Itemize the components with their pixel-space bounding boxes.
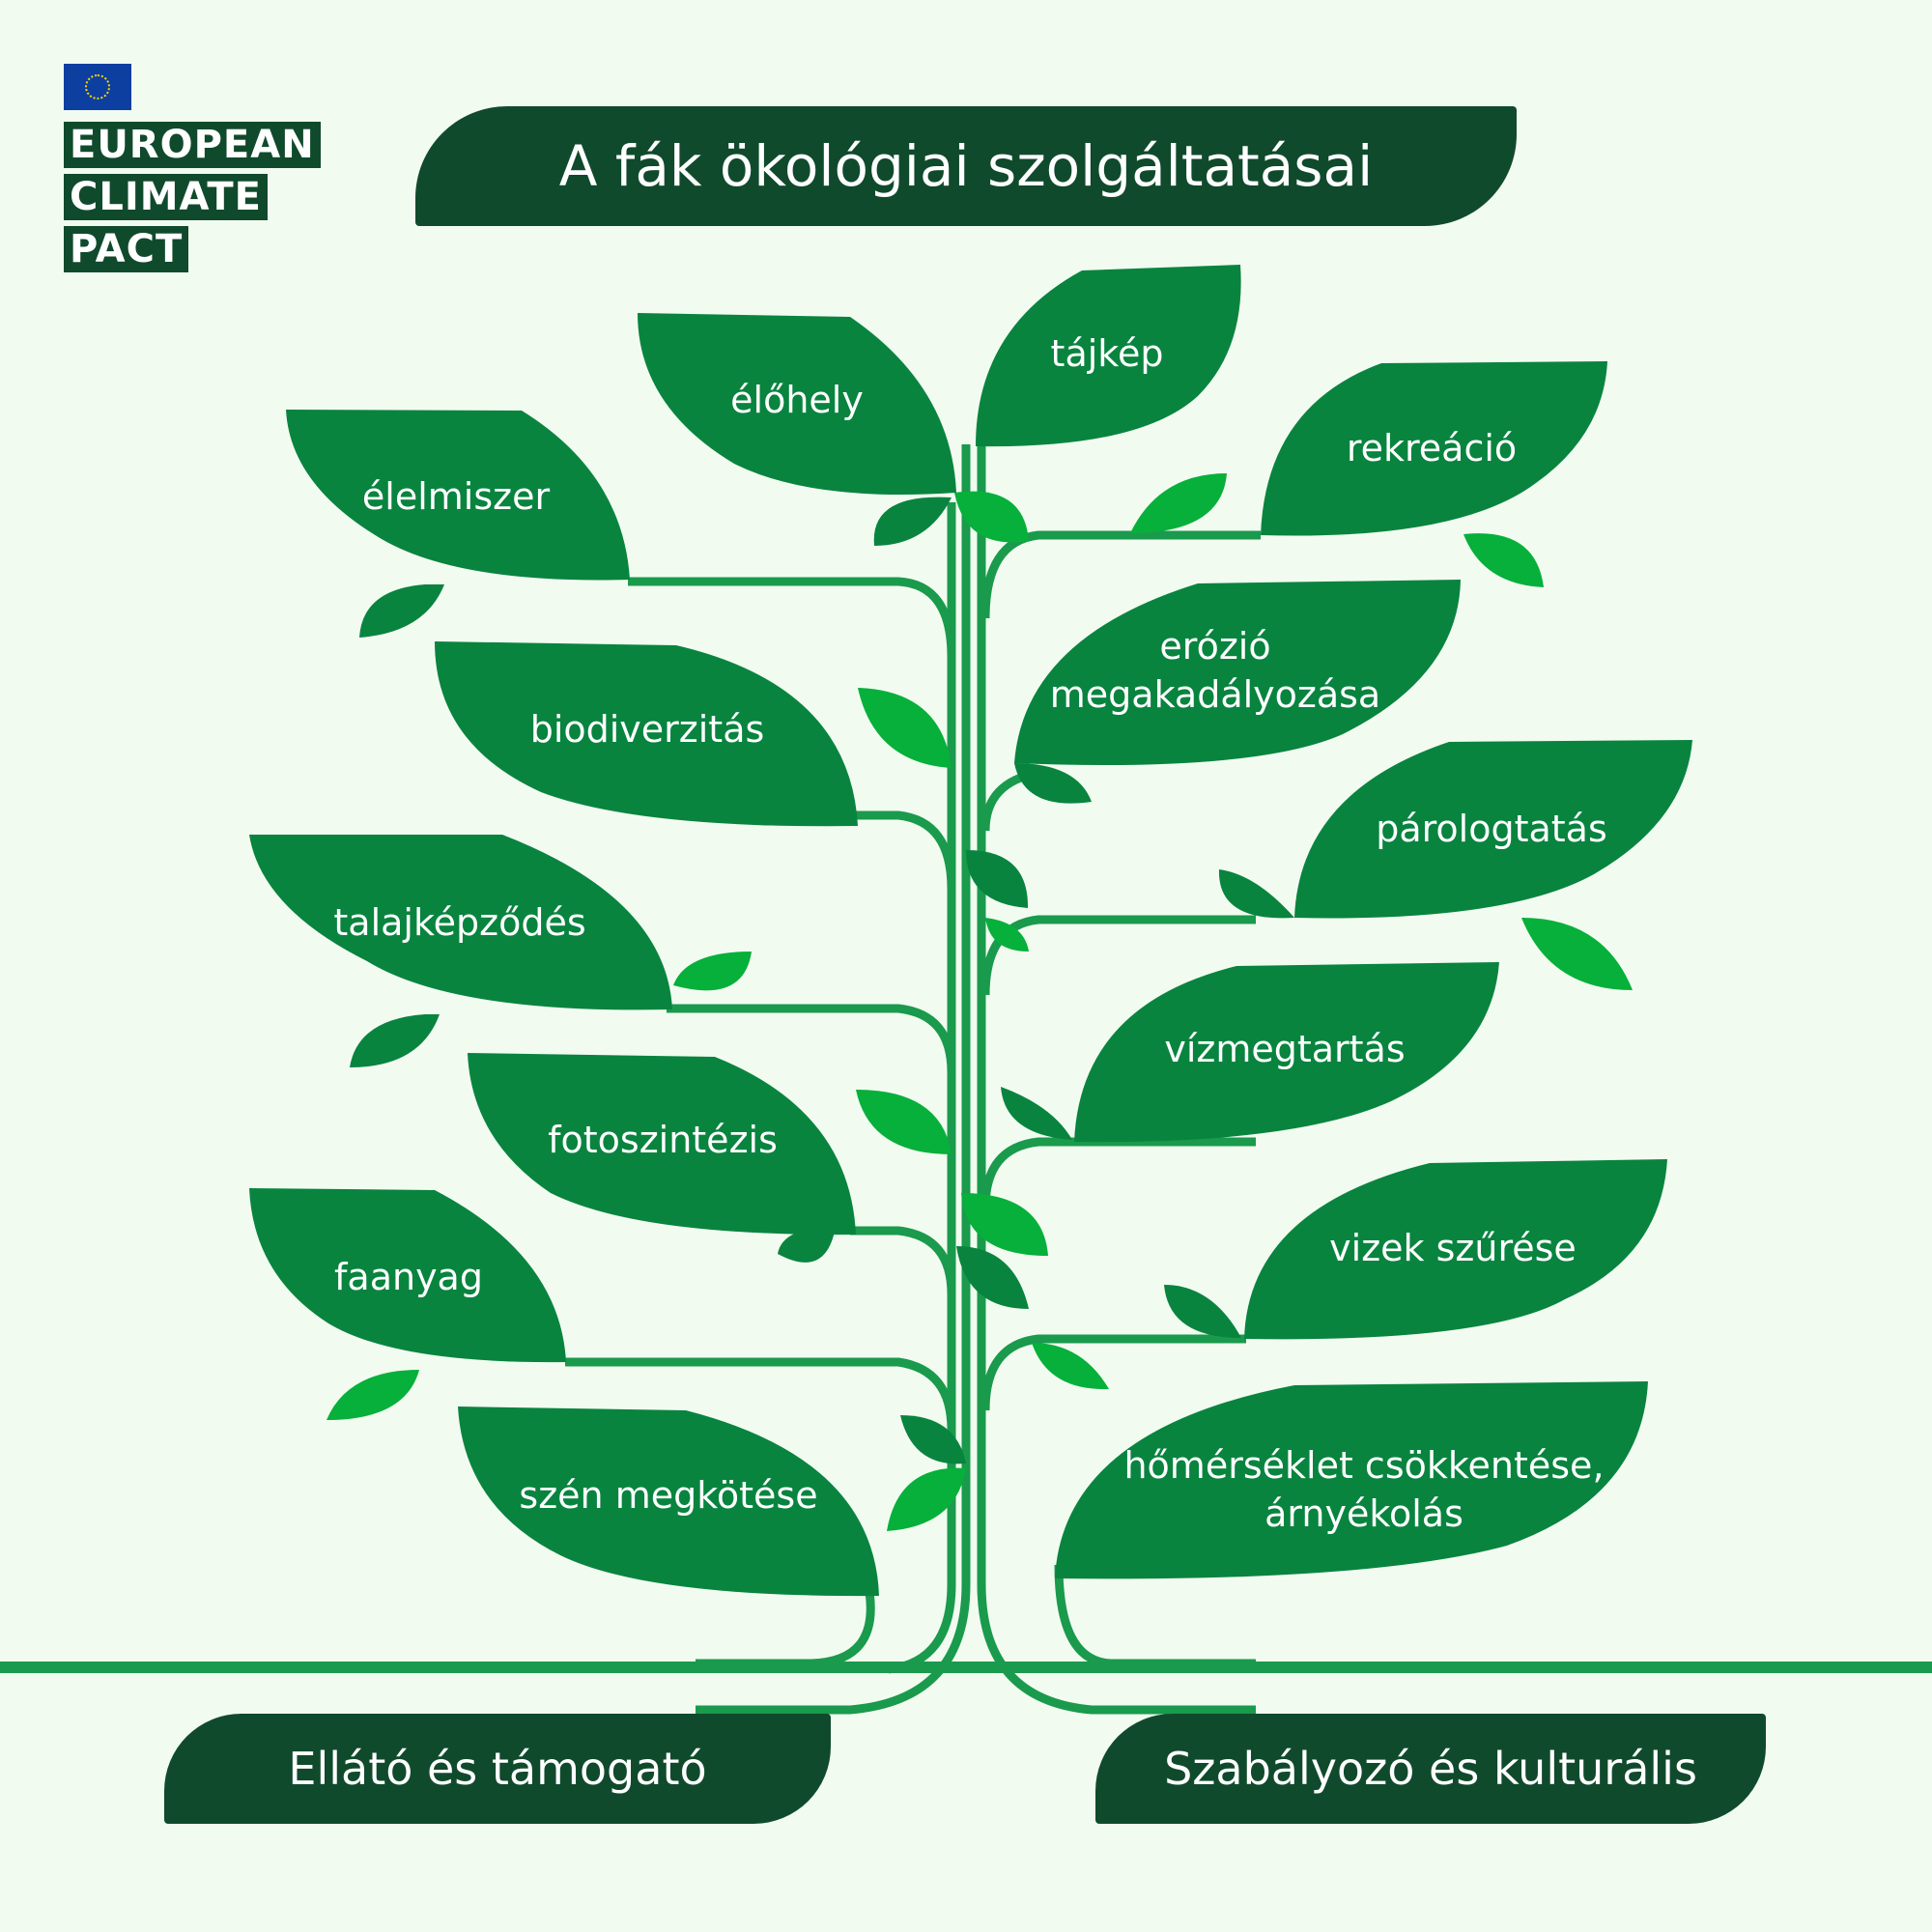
accent-leaf	[1521, 918, 1633, 990]
leaf-vizek	[1244, 1159, 1667, 1340]
label-parologtatas: párologtatás	[1376, 808, 1607, 850]
label-vizmegtartas: vízmegtartás	[1164, 1028, 1406, 1070]
label-biodiverzitas: biodiverzitás	[529, 708, 765, 751]
category-right: Szabályozó és kulturális	[1095, 1714, 1766, 1824]
accent-leaf	[778, 1227, 836, 1263]
accent-leaf	[673, 952, 752, 991]
accent-leaf	[985, 918, 1029, 952]
label-tajkep: tájkép	[1050, 332, 1164, 375]
leaf-rekreacio	[1261, 361, 1607, 536]
logo-line-3: PACT	[64, 226, 189, 272]
accent-leaf	[873, 497, 952, 546]
accent-leaf	[961, 1193, 1048, 1256]
leaf-szen	[458, 1406, 879, 1597]
leaf-fotoszintezis	[468, 1053, 856, 1236]
accent-leaf	[1218, 869, 1294, 919]
label-elohely: élőhely	[730, 379, 864, 421]
accent-leaf	[350, 1014, 440, 1067]
right-leaves	[976, 265, 1692, 1579]
leaf-erozio	[1014, 580, 1461, 765]
label-faanyag: faanyag	[334, 1256, 483, 1298]
page-title: A fák ökológiai szolgáltatásai	[415, 106, 1517, 226]
label-homerseklet: hőmérséklet csökkentése, árnyékolás	[1123, 1444, 1605, 1535]
accent-leaf	[887, 1467, 966, 1531]
leaf-faanyag	[249, 1188, 566, 1363]
accent-leaf	[327, 1370, 419, 1420]
label-vizek-szurese: vizek szűrése	[1329, 1227, 1577, 1269]
logo-line-1: EUROPEAN	[64, 122, 321, 168]
accent-leaf	[1463, 533, 1544, 587]
label-elelmiszer: élelmiszer	[361, 475, 551, 518]
branches	[565, 444, 1261, 1715]
accent-leaf	[966, 850, 1029, 908]
accent-leaf	[954, 491, 1029, 543]
european-climate-pact-logo: EUROPEAN CLIMATE PACT	[64, 64, 321, 278]
label-rekreacio: rekreáció	[1346, 427, 1518, 469]
leaf-tajkep	[976, 265, 1241, 447]
label-talajkepzodes: talajképződés	[333, 901, 586, 944]
leaf-elohely	[638, 313, 956, 495]
accent-leaf	[858, 688, 952, 768]
category-left: Ellátó és támogató	[164, 1714, 831, 1824]
leaf-elelmiszer	[286, 410, 630, 581]
leaf-vizmegtartas	[1074, 962, 1499, 1143]
eu-flag-icon	[64, 64, 131, 110]
left-leaves	[249, 313, 956, 1597]
accent-leaf	[856, 1090, 952, 1154]
accent-leaf	[900, 1415, 966, 1464]
leaf-biodiverzitas	[435, 641, 858, 827]
accent-leaf	[1130, 473, 1227, 533]
accent-leaf	[1164, 1285, 1241, 1338]
label-erozio: erózió megakadályozása	[1049, 625, 1381, 716]
leaf-parologtatas	[1294, 740, 1692, 919]
accent-leaf	[1001, 1087, 1072, 1140]
logo-line-2: CLIMATE	[64, 174, 268, 220]
leaf-homerseklet	[1055, 1381, 1648, 1579]
label-szen-megkotese: szén megkötése	[519, 1474, 818, 1517]
accent-leaf	[956, 1246, 1029, 1309]
label-fotoszintezis: fotoszintézis	[548, 1119, 778, 1161]
accent-leaf	[1032, 1343, 1109, 1390]
leaf-talajkepzodes	[249, 835, 672, 1010]
ground-line	[0, 1662, 1932, 1673]
accent-leaf	[1014, 763, 1092, 804]
accent-leaf	[359, 584, 444, 638]
